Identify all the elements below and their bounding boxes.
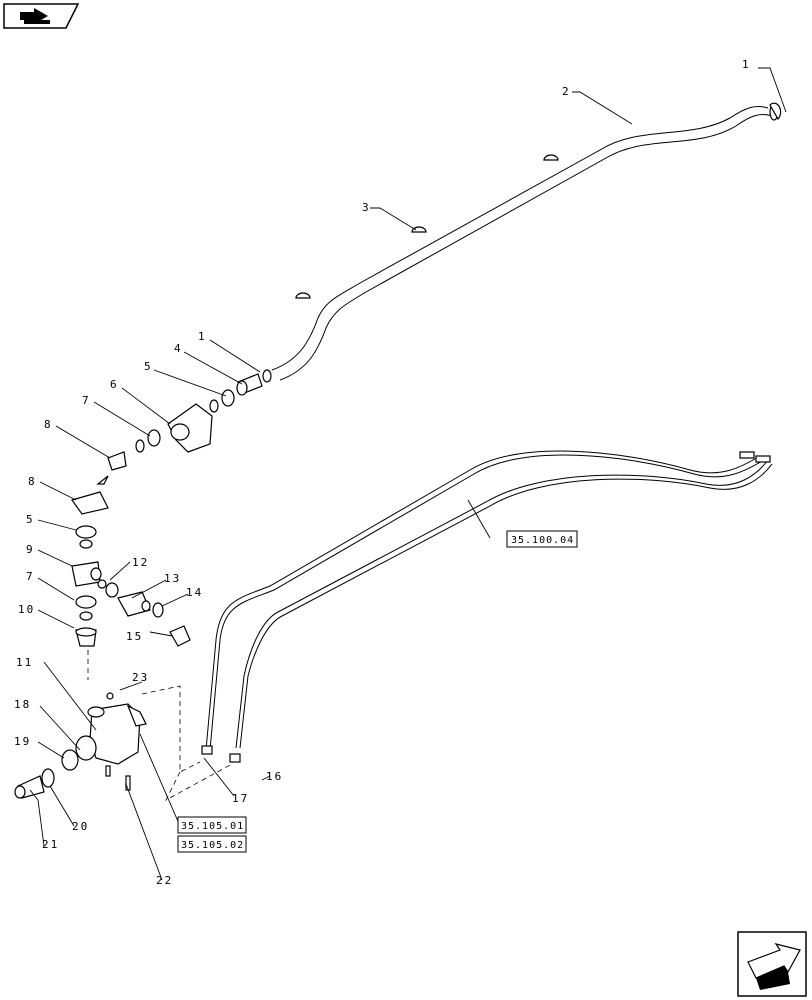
callout-15: 15 [126, 630, 143, 643]
callout-13: 13 [164, 572, 181, 585]
callout-12: 12 [132, 556, 149, 569]
reference-label-hose: 35.100.04 [511, 535, 574, 546]
reference-label-pump-a: 35.105.01 [181, 821, 244, 832]
callout-21: 21 [42, 838, 59, 851]
clamp-part-3 [295, 154, 559, 299]
reference-box-pump-b[interactable]: 35.105.02 [177, 835, 247, 853]
pump-assembly [14, 692, 147, 799]
callout-17: 17 [232, 792, 249, 805]
callout-2: 2 [562, 85, 571, 98]
next-page-arrow-icon[interactable] [737, 931, 807, 997]
callout-5-upper: 5 [144, 360, 153, 373]
hose-part-16 [201, 450, 773, 763]
callout-11: 11 [16, 656, 33, 669]
callout-20: 20 [72, 820, 89, 833]
callout-8-lower: 8 [28, 475, 37, 488]
callout-6: 6 [110, 378, 119, 391]
clamp-part-1-top [758, 67, 787, 120]
callout-4: 4 [174, 342, 183, 355]
callout-7-lower: 7 [26, 570, 35, 583]
callout-18: 18 [14, 698, 31, 711]
callout-10: 10 [18, 603, 35, 616]
callout-19: 19 [14, 735, 31, 748]
callout-1-mid: 1 [198, 330, 207, 343]
reference-box-pump-a[interactable]: 35.105.01 [177, 816, 247, 834]
callout-16: 16 [266, 770, 283, 783]
fitting-parts-side [97, 579, 191, 647]
callout-8-upper: 8 [44, 418, 53, 431]
tube-part-2 [271, 103, 779, 381]
callout-14: 14 [186, 586, 203, 599]
callout-5-lower: 5 [26, 513, 35, 526]
book-arrow-icon[interactable] [3, 3, 80, 29]
callout-3: 3 [362, 201, 371, 214]
fitting-parts-upper [71, 369, 272, 647]
callout-9: 9 [26, 543, 35, 556]
callout-23: 23 [132, 671, 149, 684]
reference-label-pump-b: 35.105.02 [181, 840, 244, 851]
callout-22: 22 [156, 874, 173, 887]
reference-box-hose[interactable]: 35.100.04 [506, 530, 578, 548]
callout-7-upper: 7 [82, 394, 91, 407]
callout-1-top: 1 [742, 58, 751, 71]
